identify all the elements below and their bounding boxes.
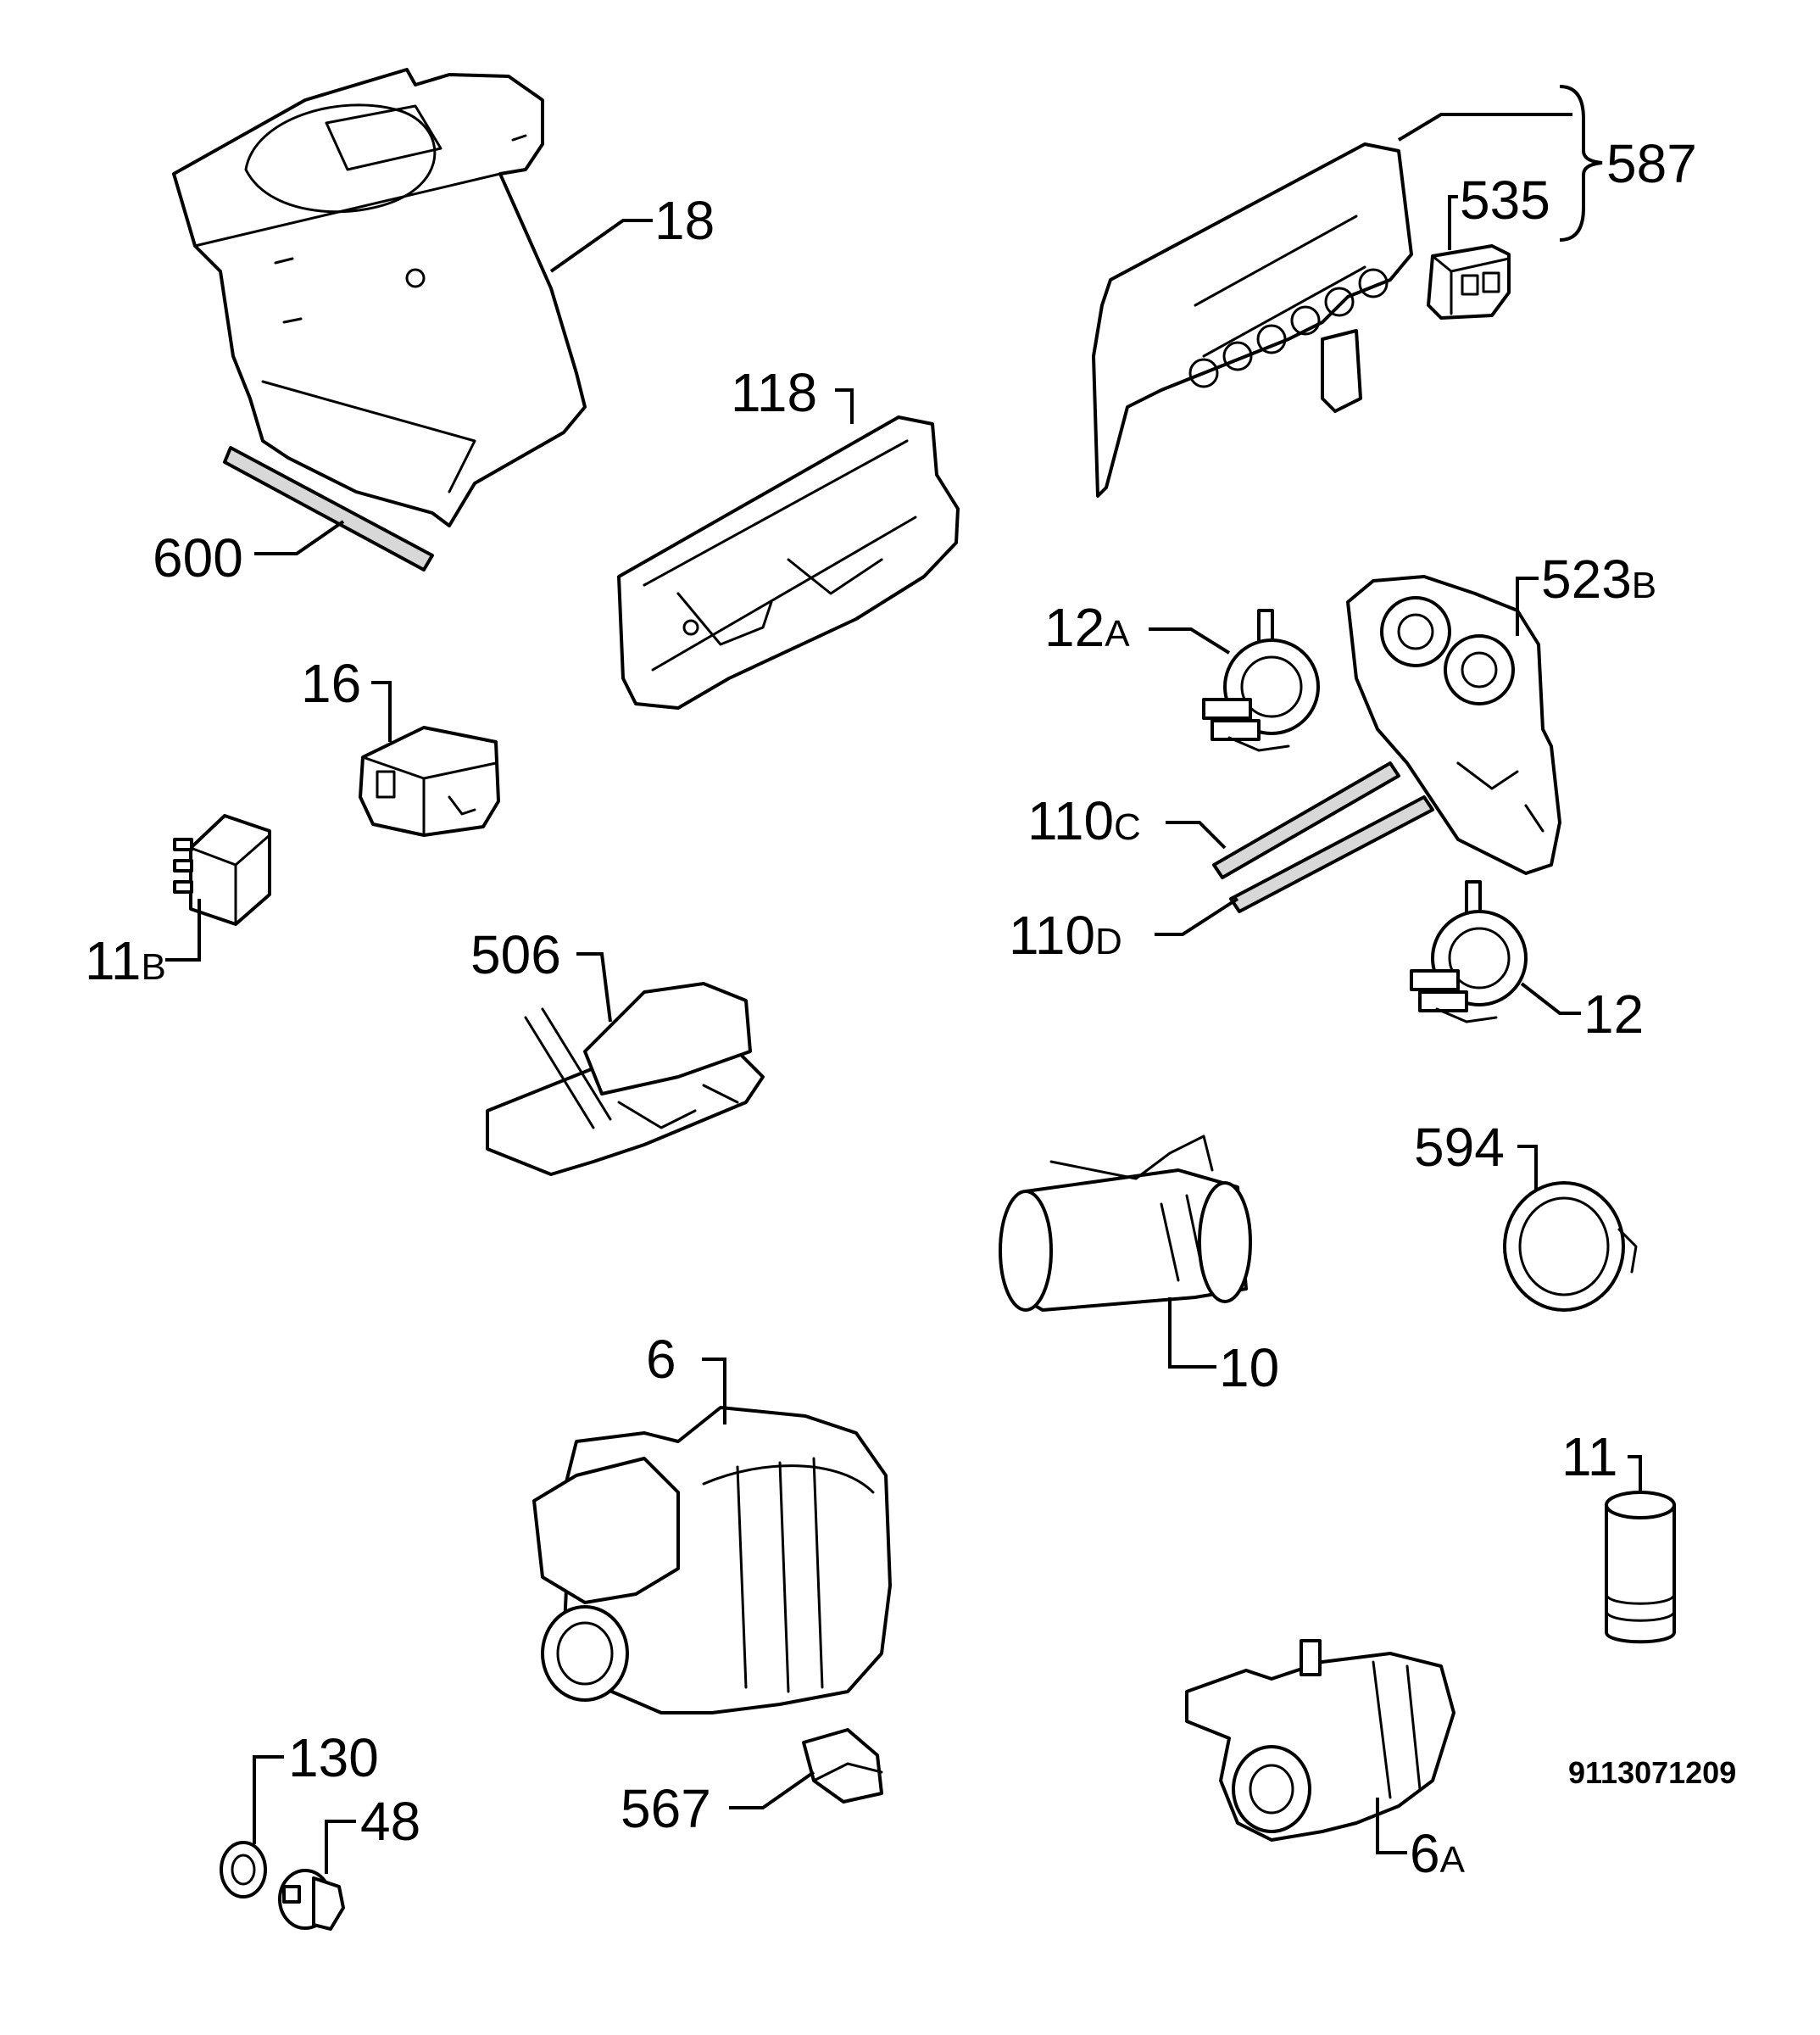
- label-110D: 110D: [1009, 905, 1122, 966]
- part-130-ring-seal[interactable]: [220, 1841, 267, 1898]
- control-module-knob-row: [1188, 268, 1389, 388]
- part-18-duct-housing[interactable]: [172, 68, 587, 527]
- label-130: 130: [288, 1727, 379, 1788]
- label-12A: 12A: [1044, 597, 1130, 658]
- part-118-dispenser[interactable]: [617, 415, 960, 710]
- part-12A-pressure-switch[interactable]: [1202, 609, 1320, 752]
- label-506: 506: [470, 924, 561, 985]
- valve-assembly-ports: [1380, 596, 1515, 705]
- part-567-clip[interactable]: [802, 1728, 883, 1804]
- part-110D-hose[interactable]: [1229, 795, 1434, 913]
- part-11B-relay[interactable]: [173, 814, 271, 926]
- label-6A: 6A: [1410, 1823, 1466, 1884]
- label-110C: 110C: [1027, 790, 1141, 851]
- label-10: 10: [1219, 1337, 1279, 1398]
- part-594-grommet[interactable]: [1503, 1181, 1638, 1312]
- part-6-circulation-pump[interactable]: [532, 1406, 892, 1714]
- part-523B-valve-assembly[interactable]: [1346, 575, 1561, 875]
- part-506-heater-assembly[interactable]: [486, 982, 765, 1176]
- part-12-pressure-switch[interactable]: [1410, 880, 1528, 1023]
- part-11-capacitor[interactable]: [1605, 1491, 1676, 1644]
- part-535-connector[interactable]: [1427, 244, 1511, 320]
- label-16: 16: [301, 653, 361, 714]
- label-535: 535: [1460, 170, 1550, 231]
- drawing-code: 9113071209: [1568, 1755, 1736, 1790]
- part-10-heater[interactable]: [999, 1135, 1252, 1312]
- part-16-relay-switch[interactable]: [359, 726, 500, 837]
- label-6: 6: [646, 1329, 676, 1390]
- part-48-plug[interactable]: [278, 1869, 345, 1931]
- label-18: 18: [654, 190, 715, 251]
- label-567: 567: [621, 1778, 711, 1839]
- label-523B: 523B: [1541, 549, 1656, 610]
- label-12: 12: [1583, 984, 1644, 1045]
- label-11: 11: [1561, 1426, 1617, 1487]
- label-587: 587: [1606, 133, 1697, 194]
- label-118: 118: [731, 362, 817, 423]
- label-48: 48: [360, 1791, 420, 1852]
- part-6A-drain-pump[interactable]: [1185, 1639, 1455, 1842]
- label-594: 594: [1414, 1117, 1505, 1178]
- leader-lines: [165, 113, 1642, 1874]
- part-587-control-module[interactable]: [1092, 142, 1413, 498]
- part-600-seal-strip[interactable]: [223, 446, 434, 571]
- part-110C-hose[interactable]: [1212, 761, 1400, 879]
- label-11B: 11B: [85, 930, 166, 991]
- label-600: 600: [153, 527, 243, 588]
- part-labels: 18 600 118 587 535 523B 12A 16 110C 11B …: [85, 133, 1697, 1884]
- group-brace-587: [1559, 85, 1603, 242]
